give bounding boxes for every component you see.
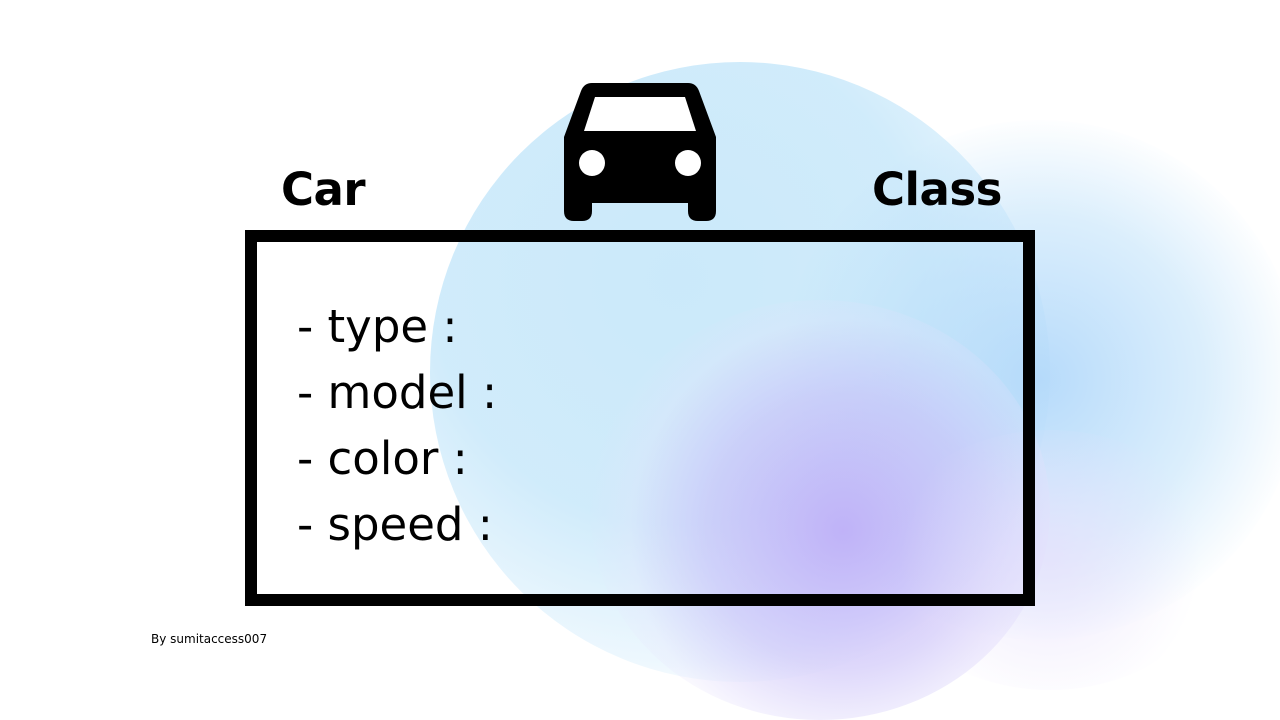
car-windshield bbox=[584, 97, 696, 131]
car-icon bbox=[564, 83, 716, 221]
attribute-model: - model : bbox=[297, 366, 498, 419]
car-headlight-left bbox=[579, 150, 605, 176]
class-name-heading: Car bbox=[281, 163, 366, 216]
attribute-type: - type : bbox=[297, 300, 458, 353]
attribute-speed: - speed : bbox=[297, 498, 493, 551]
attribute-list: - type : - model : - color : - speed : bbox=[297, 294, 497, 558]
class-label-heading: Class bbox=[872, 163, 1002, 216]
class-box: - type : - model : - color : - speed : bbox=[245, 230, 1035, 606]
author-credit: By sumitaccess007 bbox=[151, 632, 268, 646]
car-headlight-right bbox=[675, 150, 701, 176]
attribute-color: - color : bbox=[297, 432, 468, 485]
